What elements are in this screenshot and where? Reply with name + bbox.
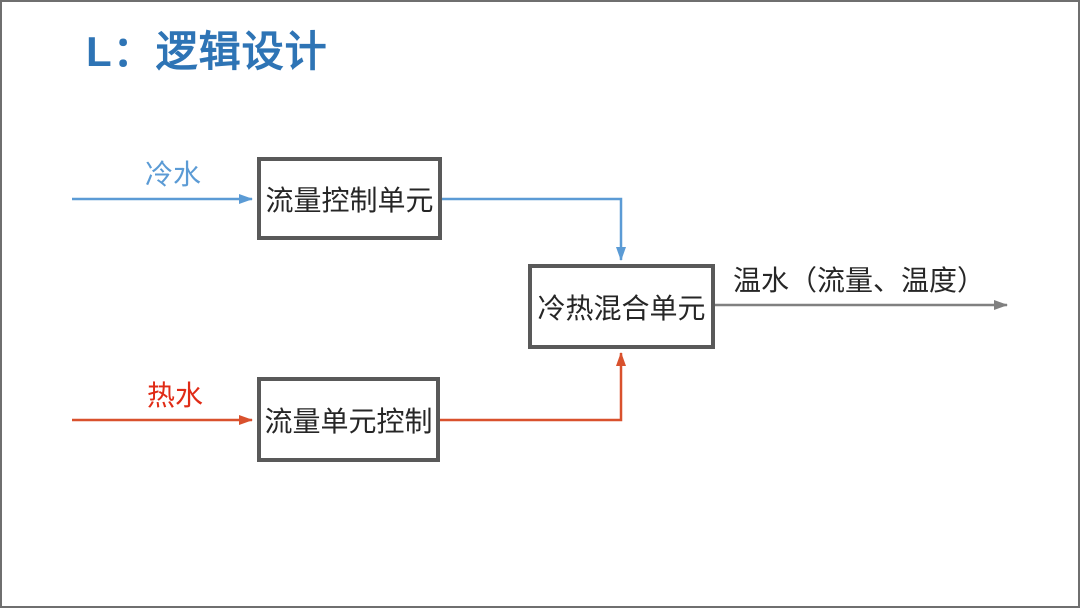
warm-water-output-label: 温水（流量、温度） (733, 265, 986, 296)
page-title: L：逻辑设计 (86, 28, 328, 75)
hot-to-mixing-connector-arrow (440, 352, 626, 422)
hot-water-label: 热水 (147, 380, 204, 411)
flow-control-unit-box: 流量控制单元 (257, 157, 442, 240)
flow-unit-control-box: 流量单元控制 (257, 377, 440, 462)
cold-water-label: 冷水 (145, 159, 202, 190)
mixing-unit-box: 冷热混合单元 (528, 264, 715, 349)
cold-to-mixing-connector-arrow (442, 197, 626, 261)
